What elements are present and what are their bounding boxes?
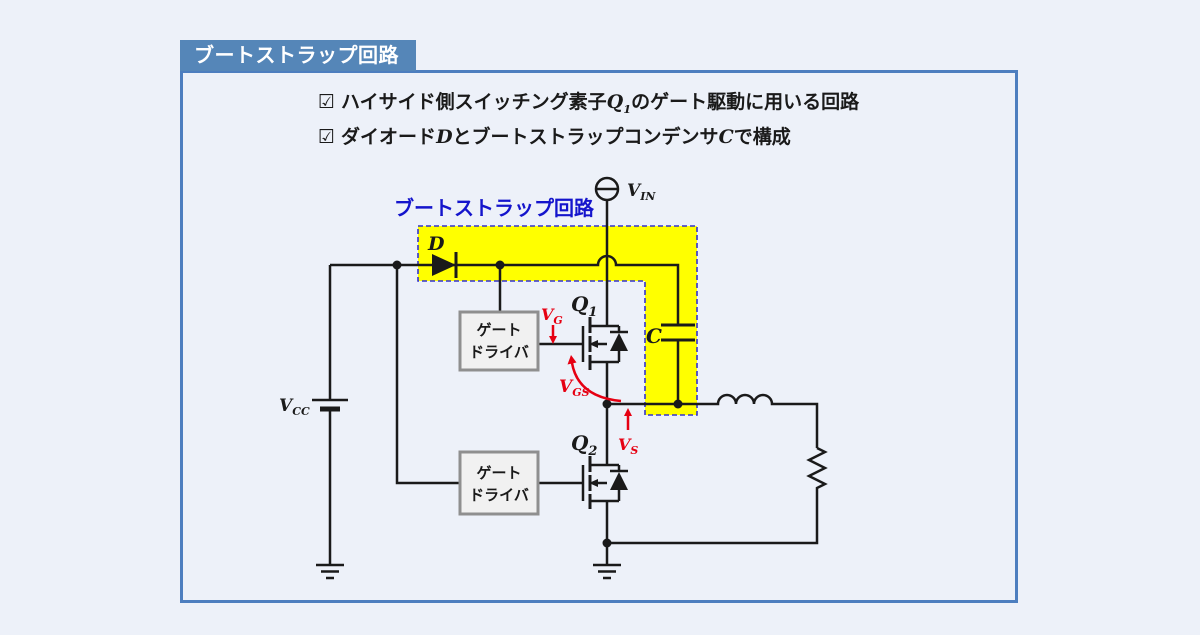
wires <box>328 200 828 565</box>
q2-label: Q2 <box>571 431 597 459</box>
var-q1-sub: 1 <box>623 101 632 116</box>
ground-bars <box>593 563 621 580</box>
bullet-1: ☑ハイサイド側スイッチング素子Q1のゲート駆動に用いる回路 <box>318 88 859 123</box>
vin-source-symbol <box>594 176 620 202</box>
vgs-arrowhead <box>567 355 577 365</box>
bullet-1-text: ハイサイド側スイッチング素子 <box>341 91 607 113</box>
var-q1: Q <box>606 91 624 113</box>
var-d: D <box>436 125 453 148</box>
vcc-label: VCC <box>279 396 310 418</box>
switch-node-and-inductor-wire <box>607 393 819 448</box>
ground-bars <box>316 563 344 580</box>
diode-triangle <box>432 254 456 276</box>
junction-dot <box>602 399 612 409</box>
lower-gate-driver-label-2: ドライバ <box>469 486 529 504</box>
slide-title-bar: ブートストラップ回路 <box>180 40 416 71</box>
bootstrap-highlight-dashed-border <box>417 225 698 416</box>
q1-label: Q1 <box>571 292 597 320</box>
junction-dots <box>392 260 683 548</box>
resistor-and-return-wire <box>607 446 828 545</box>
q1-drain-source-stubs <box>590 324 619 364</box>
q2-body-diode-triangle <box>610 472 628 490</box>
lower-gate-driver-box <box>458 450 540 516</box>
checkbox-icon: ☑ <box>318 91 336 113</box>
checkbox-icon: ☑ <box>318 125 336 148</box>
vin-label: VIN <box>627 181 656 203</box>
bootstrap-region-label: ブートストラップ回路 <box>394 196 595 220</box>
upper-gate-driver: ゲート ドライバ <box>458 310 540 372</box>
bullet-2-text: ダイオード <box>341 125 437 148</box>
right-ground-symbol <box>593 563 621 580</box>
junction-dot <box>392 260 402 270</box>
upper-gate-driver-label-2: ドライバ <box>469 343 529 361</box>
diode-symbol <box>432 252 458 278</box>
vs-label: VS <box>618 435 638 457</box>
diode-label: D <box>427 233 445 255</box>
bullet-2: ☑ダイオードDとブートストラップコンデンサCで構成 <box>318 123 859 151</box>
bullet-2-text-3: で構成 <box>733 125 791 148</box>
var-c: C <box>718 125 734 148</box>
junction-dot <box>602 538 612 548</box>
slide-frame <box>180 70 1018 603</box>
bullet-list: ☑ハイサイド側スイッチング素子Q1のゲート駆動に用いる回路 ☑ダイオードDとブー… <box>318 88 859 151</box>
vgs-label: VGS <box>559 377 590 399</box>
vg-arrowhead <box>549 336 557 344</box>
junction-dot <box>673 399 683 409</box>
lower-gate-driver-label-1: ゲート <box>476 464 521 482</box>
bullet-2-text-2: とブートストラップコンデンサ <box>452 125 719 148</box>
q2-body-arrowhead <box>589 479 598 487</box>
red-annotations <box>549 325 632 430</box>
vg-label: VG <box>541 305 563 327</box>
lower-gate-driver: ゲート ドライバ <box>458 450 540 516</box>
vcc-battery-symbol <box>312 398 348 412</box>
q2-mosfet-symbol <box>581 456 628 509</box>
q1-body-diode-triangle <box>610 333 628 351</box>
bullet-1-text-2: のゲート駆動に用いる回路 <box>631 91 860 113</box>
vcc-to-lower-driver-wire <box>395 265 460 485</box>
capacitor-label: C <box>646 324 662 348</box>
capacitor-symbol <box>661 323 695 342</box>
q1-mosfet-symbol <box>581 317 628 370</box>
left-ground-symbol <box>316 563 344 580</box>
vgs-arc-arrow <box>570 362 622 403</box>
bootstrap-highlight-region <box>418 226 697 415</box>
q2-drain-source-stubs <box>590 463 619 503</box>
upper-gate-driver-label-1: ゲート <box>476 321 521 339</box>
junction-dot <box>495 260 505 270</box>
slide-title: ブートストラップ回路 <box>194 43 399 67</box>
vs-arrowhead <box>624 408 632 416</box>
upper-gate-driver-box <box>458 310 540 372</box>
q1-body-arrowhead <box>589 340 598 348</box>
capacitor-plates <box>661 323 695 342</box>
